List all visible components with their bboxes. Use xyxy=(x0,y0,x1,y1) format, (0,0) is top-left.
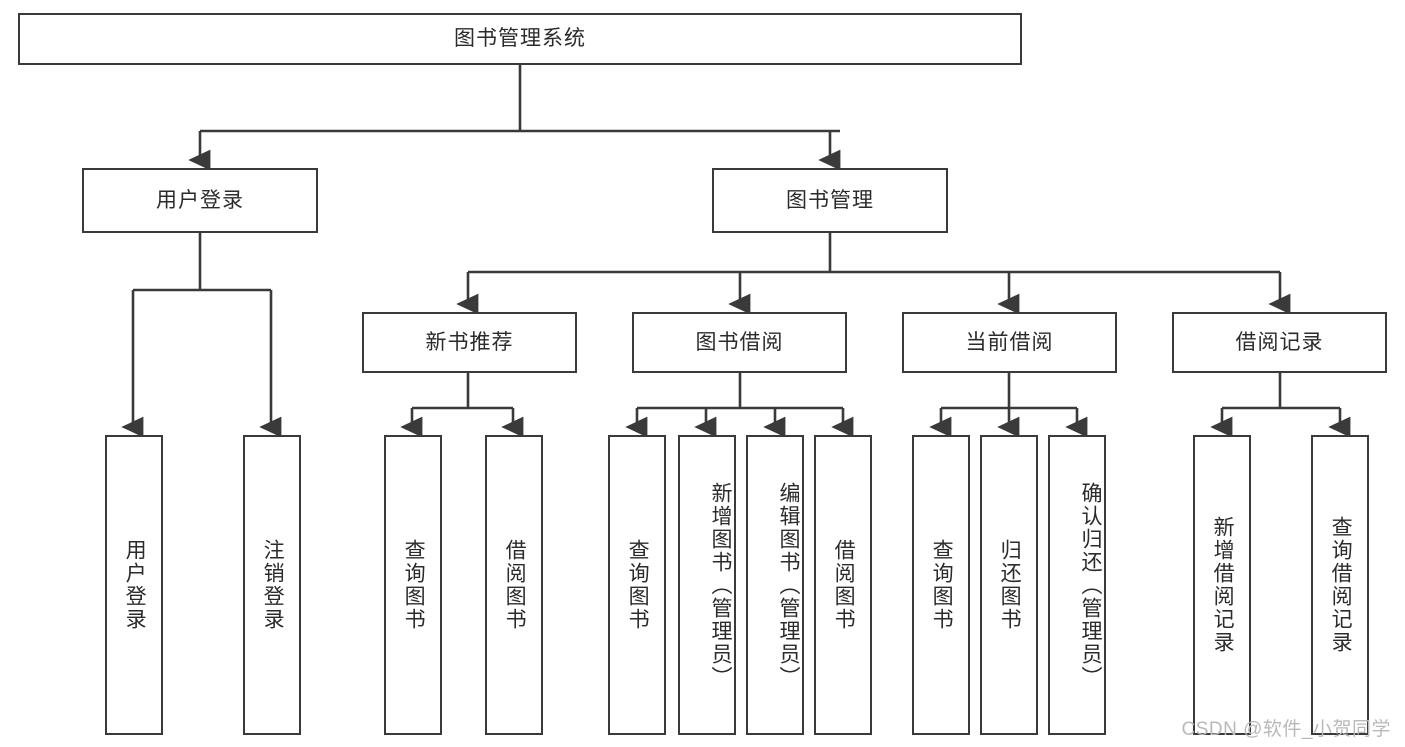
node-label: 用户登录 xyxy=(123,539,147,631)
node-book-borrow[interactable]: 图书借阅 xyxy=(632,312,847,373)
node-label: 查询图书 xyxy=(402,539,426,631)
leaf-borrow-record-add-record[interactable]: 新增借阅记录 xyxy=(1193,435,1251,735)
leaf-current-borrow-confirm-return-admin[interactable]: 确认归还（管理员） xyxy=(1048,435,1106,735)
node-label: 新书推荐 xyxy=(425,330,514,354)
node-root-book-management-system[interactable]: 图书管理系统 xyxy=(18,13,1022,65)
leaf-user-login-login[interactable]: 用户登录 xyxy=(105,435,163,735)
node-label: 借阅记录 xyxy=(1235,330,1324,354)
leaf-book-borrow-edit-book-admin[interactable]: 编辑图书（管理员） xyxy=(746,435,804,735)
leaf-user-login-logout[interactable]: 注销登录 xyxy=(243,435,301,735)
node-label: 注销登录 xyxy=(261,539,285,631)
node-label: 用户登录 xyxy=(156,188,244,212)
node-user-login[interactable]: 用户登录 xyxy=(82,168,318,233)
node-label: 新增借阅记录 xyxy=(1211,516,1235,654)
node-label: 图书管理系统 xyxy=(454,27,586,51)
leaf-new-book-query-book[interactable]: 查询图书 xyxy=(384,435,442,735)
leaf-borrow-record-query-record[interactable]: 查询借阅记录 xyxy=(1311,435,1369,735)
watermark-text: CSDN @软件_小贺同学 xyxy=(1181,719,1391,740)
leaf-current-borrow-query-book[interactable]: 查询图书 xyxy=(912,435,970,735)
node-label: 确认归还（管理员） xyxy=(1079,481,1102,689)
leaf-new-book-borrow-book[interactable]: 借阅图书 xyxy=(485,435,543,735)
node-label: 查询图书 xyxy=(930,539,954,631)
leaf-book-borrow-borrow-book[interactable]: 借阅图书 xyxy=(814,435,872,735)
node-label: 查询借阅记录 xyxy=(1329,516,1353,654)
node-label: 编辑图书（管理员） xyxy=(777,481,800,689)
node-label: 查询图书 xyxy=(626,539,650,631)
node-new-book-recommend[interactable]: 新书推荐 xyxy=(362,312,577,373)
node-label: 新增图书（管理员） xyxy=(709,481,732,689)
node-label: 当前借阅 xyxy=(965,330,1054,354)
leaf-current-borrow-return-book[interactable]: 归还图书 xyxy=(980,435,1038,735)
node-label: 借阅图书 xyxy=(832,539,856,631)
leaf-book-borrow-query-book[interactable]: 查询图书 xyxy=(608,435,666,735)
leaf-book-borrow-add-book-admin[interactable]: 新增图书（管理员） xyxy=(678,435,736,735)
node-label: 图书管理 xyxy=(786,188,874,212)
node-current-borrow[interactable]: 当前借阅 xyxy=(902,312,1117,373)
node-label: 归还图书 xyxy=(998,539,1022,631)
node-borrow-record[interactable]: 借阅记录 xyxy=(1172,312,1387,373)
node-book-management[interactable]: 图书管理 xyxy=(712,168,948,233)
node-label: 图书借阅 xyxy=(695,330,784,354)
node-label: 借阅图书 xyxy=(503,539,527,631)
